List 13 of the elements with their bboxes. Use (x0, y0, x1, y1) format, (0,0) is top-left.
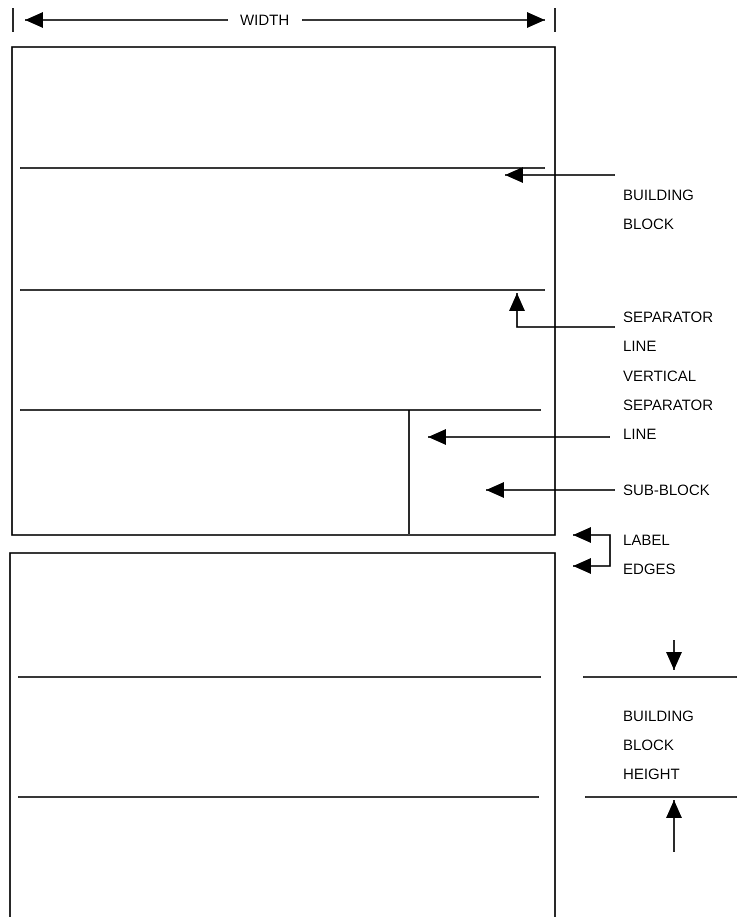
leader-line (428, 429, 610, 445)
callout-text: LABEL EDGES (623, 526, 725, 584)
callout-text: BUILDING BLOCK (623, 181, 725, 239)
dimension-label: WIDTH (240, 11, 290, 31)
leader-line (573, 527, 611, 551)
dimension-label: BUILDING BLOCK HEIGHT (623, 707, 695, 785)
leader-line (505, 167, 615, 183)
leader-line (573, 551, 611, 574)
leader-line (486, 482, 615, 498)
callout-text: VERTICAL SEPARATOR LINE (623, 362, 725, 449)
callout-text: SUB-BLOCK (623, 476, 725, 505)
callout-text: SEPARATOR LINE (623, 303, 725, 361)
leader-line (509, 293, 615, 328)
